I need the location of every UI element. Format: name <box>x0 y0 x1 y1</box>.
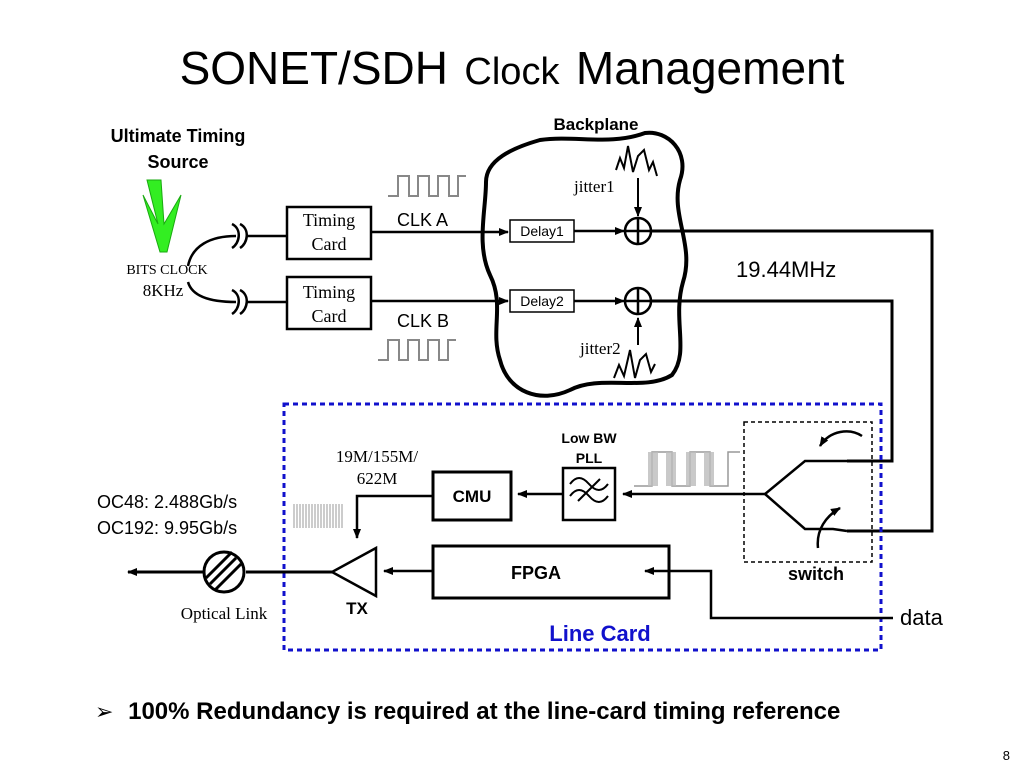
line-card-label: Line Card <box>549 621 650 646</box>
timing-card-a <box>285 205 373 261</box>
clk-b-waveform-icon <box>378 339 456 361</box>
optical-link-label: Optical Link <box>181 604 268 623</box>
tx-amplifier-icon <box>329 545 378 599</box>
cmu-to-tx-line <box>353 494 433 539</box>
switch-contacts <box>763 459 848 533</box>
clk-a-waveform-icon <box>388 175 466 197</box>
rate-label-line2: 622M <box>357 469 398 488</box>
fpga-label: FPGA <box>511 563 561 583</box>
jittered-clock-waveform-icon <box>634 451 740 487</box>
bits-freq-label: 8KHz <box>143 281 184 300</box>
timing-card-b <box>285 275 373 331</box>
jitter2-label: jitter2 <box>579 339 621 358</box>
clk-b-label: CLK B <box>397 311 449 331</box>
bullet-text: 100% Redundancy is required at the line-… <box>128 698 840 725</box>
oc192-label: OC192: 9.95Gb/s <box>97 518 237 538</box>
backplane-label: Backplane <box>553 115 638 134</box>
title-end: Management <box>576 42 845 94</box>
cmu-label: CMU <box>453 487 492 506</box>
bits-clock-label: BITS CLOCK <box>126 263 207 278</box>
timing-card-a-line1: Timing <box>303 210 355 230</box>
title-main: SONET/SDH <box>180 42 448 94</box>
tx-label: TX <box>346 599 368 618</box>
switch-box <box>743 421 873 563</box>
bits-cable-upper <box>186 234 237 267</box>
slide-title: SONET/SDH Clock Management <box>180 42 845 94</box>
switch-label: switch <box>788 564 844 584</box>
jitter1-noise-icon <box>615 145 658 177</box>
rate-label-line1: 19M/155M/ <box>336 447 418 466</box>
pll-label-line2: PLL <box>576 450 603 466</box>
source-label-line2: Source <box>147 152 208 172</box>
green-down-arrow-icon <box>142 179 182 253</box>
title-mid: Clock <box>464 51 560 93</box>
pll-label-line1: Low BW <box>561 430 617 446</box>
bits-cable-lower <box>186 281 237 304</box>
backplane-cloud <box>480 130 689 398</box>
timing-card-b-line1: Timing <box>303 282 355 302</box>
clock-a-output-line <box>651 229 934 533</box>
switch-select-arc-upper-icon <box>818 430 863 447</box>
optical-link-icon <box>202 550 246 594</box>
bullet-line: ➢ 100% Redundancy is required at the lin… <box>95 698 840 725</box>
data-label: data <box>900 605 944 630</box>
delay1-label: Delay1 <box>520 223 564 239</box>
fast-clock-waveform-icon <box>293 504 343 528</box>
switch-select-arc-lower-icon <box>816 506 841 549</box>
sum-junction-a-icon <box>623 216 653 246</box>
line-card-boundary <box>282 402 883 652</box>
clock-b-output-line <box>651 299 894 463</box>
delay2-label: Delay2 <box>520 293 564 309</box>
bullet-arrow-icon: ➢ <box>95 699 113 724</box>
source-label-line1: Ultimate Timing <box>111 126 246 146</box>
oc48-label: OC48: 2.488Gb/s <box>97 492 237 512</box>
data-input-line <box>644 567 893 620</box>
sum-junction-b-icon <box>623 286 653 316</box>
filter-wave-icon <box>569 477 609 503</box>
timing-card-a-line2: Card <box>312 234 347 254</box>
clk-a-label: CLK A <box>397 210 448 230</box>
fpga-box <box>431 544 671 600</box>
jitter1-label: jitter1 <box>573 177 615 196</box>
timing-card-b-line2: Card <box>312 306 347 326</box>
page-number: 8 <box>1003 748 1010 763</box>
jitter2-noise-icon <box>613 349 656 380</box>
freq-label: 19.44MHz <box>736 257 836 282</box>
